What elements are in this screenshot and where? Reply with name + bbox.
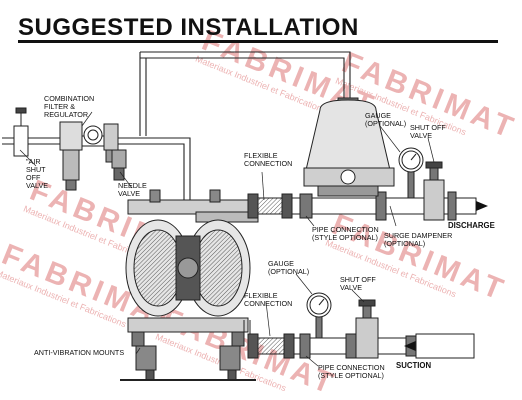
label-pipe-connection-bottom: PIPE CONNECTION (STYLE OPTIONAL) <box>318 363 385 380</box>
leader-lines <box>19 111 435 367</box>
label-shut-off-valve-bottom: SHUT OFF VALVE <box>340 275 376 292</box>
label-needle-valve: NEEDLE VALVE <box>118 181 147 198</box>
filter-regulator <box>59 121 119 191</box>
label-combination-filter-regulator: COMBINATION FILTER & REGULATOR <box>44 94 95 119</box>
label-gauge-optional-top: GAUGE (OPTIONAL) <box>365 111 407 128</box>
flexible-connection-suction <box>247 333 295 359</box>
label-suction: SUCTION <box>396 361 432 370</box>
discharge-shut-off-valve <box>423 161 445 221</box>
label-discharge: DISCHARGE <box>448 221 495 230</box>
suction-shut-off-valve <box>355 299 379 359</box>
flexible-connection-discharge <box>247 193 293 219</box>
label-anti-vibration-mounts: ANTI-VIBRATION MOUNTS <box>34 348 125 357</box>
anti-vibration-mounts <box>120 345 256 381</box>
label-shut-off-valve-top: SHUT OFF VALVE <box>410 123 446 140</box>
needle-valve <box>111 149 127 181</box>
label-flexible-connection-top: FLEXIBLE CONNECTION <box>244 151 293 168</box>
suction-gauge <box>306 292 332 339</box>
discharge-gauge <box>398 147 424 199</box>
label-flexible-connection-bottom: FLEXIBLE CONNECTION <box>244 291 293 308</box>
suction-drop-pipe <box>243 320 251 346</box>
air-shut-off-valve <box>13 107 29 157</box>
label-air-shut-off-valve: "AIR SHUT OFF VALVE <box>26 157 49 190</box>
pump-intake-manifold <box>127 317 249 333</box>
suction-tank <box>415 333 475 359</box>
page-title: SUGGESTED INSTALLATION <box>18 14 359 41</box>
diaphragm-pump <box>125 189 259 347</box>
discharge-arrow <box>476 201 488 211</box>
surge-dampener <box>303 97 395 197</box>
label-surge-dampener: SURGE DAMPENER (OPTIONAL) <box>384 231 453 248</box>
label-pipe-connection-top: PIPE CONNECTION (STYLE OPTIONAL) <box>312 225 379 242</box>
title-underline <box>18 40 498 43</box>
suction-arrow <box>404 340 418 352</box>
suction-pipe <box>293 333 417 359</box>
label-gauge-optional-bottom: GAUGE (OPTIONAL) <box>268 259 310 276</box>
